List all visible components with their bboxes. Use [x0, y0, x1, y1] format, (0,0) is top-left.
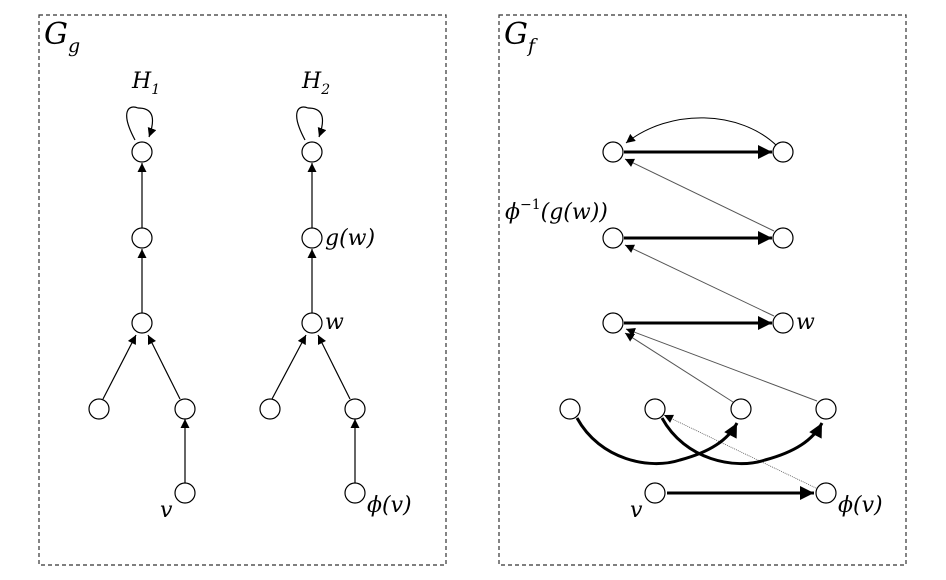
panel-g-f: Gf [498, 14, 907, 566]
h2-edge-4-3 [271, 334, 307, 400]
h1-node-v [174, 482, 196, 504]
gf-node-r2 [772, 227, 794, 249]
label-phi-v-left: ϕ(v) [367, 493, 412, 518]
column-label-h1: H1 [131, 69, 160, 98]
h2-edges [271, 106, 360, 483]
gf-node-b4 [815, 398, 837, 420]
h1-node-top [131, 141, 153, 163]
h1-node-right-leaf [174, 398, 196, 420]
gf-curve-b1-to-b4 [660, 417, 824, 466]
h2-nodes [259, 141, 366, 504]
gf-node-b1 [644, 398, 666, 420]
label-phi-v-right: ϕ(v) [838, 493, 883, 518]
h2-self-loop [296, 106, 327, 141]
label-w-left: w [325, 310, 344, 335]
gf-node-r1 [772, 141, 794, 163]
gf-node-w [772, 312, 794, 334]
column-label-h2: H2 [301, 69, 330, 98]
panel-g-g-title: Gg [44, 17, 80, 57]
panel-g-f-title: Gf [504, 17, 538, 57]
gf-edge-w-to-l2 [624, 244, 775, 317]
h1-edge-4-3 [102, 334, 137, 400]
label-g-w: g(w) [325, 226, 375, 251]
h1-node-left-leaf [88, 398, 110, 420]
gf-thin-edges [624, 117, 819, 490]
gf-edge-phi-to-b1 [663, 414, 819, 490]
panel-g-g: Gg H1 H2 v [38, 14, 447, 566]
gf-edge-top-right-to-top-left [625, 117, 778, 147]
gf-node-v [644, 482, 666, 504]
gf-node-a [559, 398, 581, 420]
h2-node-w [301, 312, 323, 334]
h1-node-3 [131, 312, 153, 334]
gf-edge-b4-to-l3 [625, 327, 818, 402]
h1-edge-5-3 [147, 334, 181, 400]
label-v-right: v [630, 498, 643, 523]
h2-node-right-leaf [344, 398, 366, 420]
gf-edge-b2-to-l3 [624, 332, 734, 403]
h1-node-2 [131, 227, 153, 249]
panel-g-f-border [498, 14, 907, 566]
h2-node-left-leaf [259, 398, 281, 420]
h1-edges [102, 106, 190, 483]
label-v-left: v [160, 498, 173, 523]
panel-g-g-border [38, 14, 447, 566]
h2-node-top [301, 141, 323, 163]
gf-node-phi-v [815, 482, 837, 504]
gf-edge-r2-to-l1 [624, 158, 775, 232]
label-w-right: w [796, 310, 815, 335]
gf-node-b2 [730, 398, 752, 420]
label-phi-inverse-g-w: ϕ−1(g(w)) [505, 197, 608, 225]
h1-self-loop [126, 106, 157, 141]
gf-thick-edges [575, 145, 824, 500]
h2-node-g-w [301, 227, 323, 249]
gf-node-l2 [602, 227, 624, 249]
gf-node-l3 [602, 312, 624, 334]
h1-nodes [88, 141, 196, 504]
gf-nodes [559, 141, 837, 504]
gf-curve-a-to-b2 [575, 417, 739, 466]
h2-node-phi-v [344, 482, 366, 504]
h2-edge-5-3 [317, 334, 351, 400]
gf-node-l1 [602, 141, 624, 163]
